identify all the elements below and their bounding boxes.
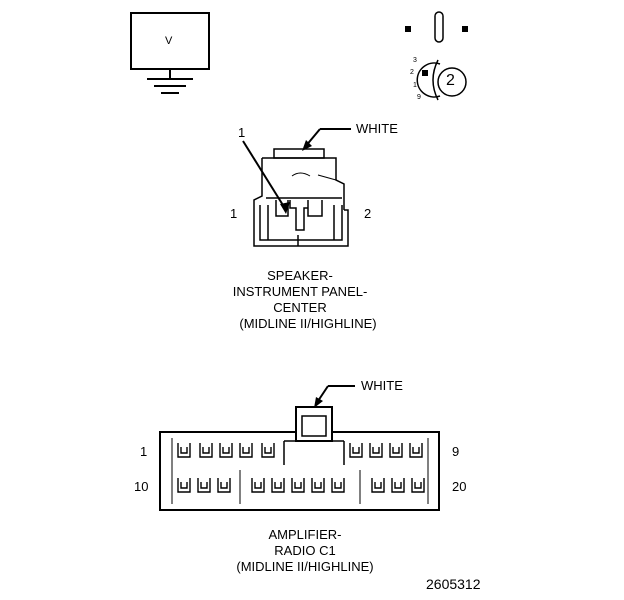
amplifier-pin-9-label: 9 bbox=[452, 444, 460, 459]
terminal-cavity bbox=[239, 443, 253, 458]
speaker-caption-line-4: (MIDLINE II/HIGHLINE) bbox=[239, 316, 377, 331]
speaker-callout-number: 1 bbox=[238, 125, 246, 140]
amplifier-white-leader bbox=[314, 385, 355, 408]
terminal-cavity bbox=[217, 478, 231, 493]
speaker-connector-drawing bbox=[253, 148, 349, 247]
speaker-caption-line-1: SPEAKER- bbox=[267, 268, 333, 283]
speaker-pin-2-label: 2 bbox=[364, 206, 372, 221]
figure-number: 2605312 bbox=[426, 576, 481, 592]
amplifier-pin-20-label: 20 bbox=[452, 479, 467, 494]
dial-scale-1: 1 bbox=[413, 82, 417, 89]
terminal-cavity bbox=[251, 478, 265, 493]
dial-number: 2 bbox=[446, 72, 455, 89]
terminal-cavity bbox=[271, 478, 285, 493]
speaker-caption: SPEAKER- INSTRUMENT PANEL- CENTER (MIDLI… bbox=[200, 268, 400, 332]
terminal-cavity bbox=[197, 478, 211, 493]
terminal-cavity bbox=[311, 478, 325, 493]
terminal-cavity bbox=[261, 443, 275, 458]
terminal-cavity bbox=[177, 478, 191, 493]
amplifier-caption-line-2: RADIO C1 bbox=[274, 543, 336, 558]
speaker-caption-line-3: CENTER bbox=[273, 300, 327, 315]
dial-scale-9: 9 bbox=[417, 94, 421, 101]
amplifier-caption-line-3: (MIDLINE II/HIGHLINE) bbox=[236, 559, 374, 574]
speaker-white-leader bbox=[302, 128, 351, 151]
terminal-cavity bbox=[409, 443, 423, 458]
amplifier-caption: AMPLIFIER- RADIO C1 (MIDLINE II/HIGHLINE… bbox=[200, 527, 410, 575]
dial-scale-3: 3 bbox=[413, 57, 417, 64]
voltmeter-label: V bbox=[165, 35, 173, 47]
terminal-cavity bbox=[391, 478, 405, 493]
amplifier-pin-1-label: 1 bbox=[140, 444, 148, 459]
multimeter-selector-icon bbox=[405, 11, 468, 101]
terminal-cavity bbox=[177, 443, 191, 458]
amplifier-connector-drawing bbox=[159, 406, 440, 511]
dial-scale-2: 2 bbox=[410, 69, 414, 76]
terminal-cavity bbox=[371, 478, 385, 493]
terminal-cavity bbox=[331, 478, 345, 493]
terminal-cavity bbox=[219, 443, 233, 458]
speaker-pin-1-label: 1 bbox=[230, 206, 238, 221]
terminal-cavity bbox=[389, 443, 403, 458]
terminal-cavity bbox=[199, 443, 213, 458]
terminal-cavity bbox=[411, 478, 425, 493]
speaker-wire-color-label: WHITE bbox=[356, 121, 398, 136]
amplifier-pin-10-label: 10 bbox=[134, 479, 149, 494]
terminal-cavity bbox=[349, 443, 363, 458]
terminal-cavity bbox=[291, 478, 305, 493]
terminal-cavity bbox=[369, 443, 383, 458]
speaker-caption-line-2: INSTRUMENT PANEL- bbox=[232, 284, 368, 299]
voltmeter-ground-icon bbox=[130, 12, 210, 94]
amplifier-caption-line-1: AMPLIFIER- bbox=[268, 527, 342, 542]
callout-1-arrow bbox=[242, 140, 290, 214]
amplifier-wire-color-label: WHITE bbox=[361, 378, 403, 393]
